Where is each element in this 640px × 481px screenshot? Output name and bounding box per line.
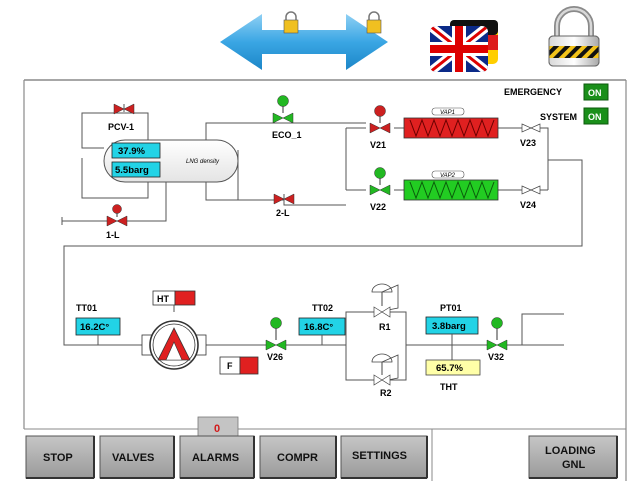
settings-button[interactable]: SETTINGS	[340, 435, 428, 479]
loading-gnl-label-line2: GNL	[562, 459, 586, 471]
pt01-value: 3.8barg	[432, 321, 466, 332]
valve-v26[interactable]: V26	[265, 317, 287, 363]
small-lock-left-icon	[283, 11, 299, 34]
pt01-label: PT01	[440, 303, 462, 313]
valve-v23[interactable]: V23	[520, 123, 541, 148]
f-label: F	[227, 361, 233, 371]
valve-v22-label: V22	[370, 202, 386, 212]
regulator-r1[interactable]: R1	[371, 283, 399, 332]
alarms-button[interactable]: ALARMS	[179, 435, 255, 479]
valve-eco1-label: ECO_1	[272, 130, 302, 140]
navigation-arrows-icon[interactable]	[220, 11, 388, 70]
valve-pcv1[interactable]: PCV-1	[108, 103, 135, 132]
pipe-network	[61, 112, 583, 381]
valves-button[interactable]: VALVES	[99, 435, 175, 479]
loading-gnl-button[interactable]: LOADING GNL	[528, 435, 618, 479]
system-value: ON	[588, 112, 602, 122]
loading-gnl-label-line1: LOADING	[545, 445, 596, 457]
valves-button-label: VALVES	[112, 452, 154, 464]
pump-ht-label: HT	[157, 294, 169, 304]
tt01-label: TT01	[76, 303, 97, 313]
vap2-label: VAP2	[440, 173, 456, 179]
regulator-r2-label: R2	[380, 388, 392, 398]
tt02-value: 16.8C°	[304, 322, 333, 333]
valve-v24-label: V24	[520, 200, 536, 210]
valve-2l-label: 2-L	[276, 208, 290, 218]
tank-label: LNG density	[186, 159, 220, 165]
valve-v23-label: V23	[520, 138, 536, 148]
vaporizer-vap2[interactable]: VAP2	[403, 170, 499, 201]
tt01-value: 16.2C°	[80, 322, 109, 333]
system-label: SYSTEM	[540, 112, 577, 122]
emergency-status: EMERGENCY ON	[504, 83, 609, 101]
sensor-pt01: PT01 3.8barg	[425, 303, 479, 360]
tank-level-value: 37.9%	[118, 146, 145, 157]
valve-v32-label: V32	[488, 352, 504, 362]
vaporizer-vap1[interactable]: VAP1	[403, 107, 499, 139]
regulator-r1-label: R1	[379, 322, 391, 332]
tt02-label: TT02	[312, 303, 333, 313]
settings-button-label: SETTINGS	[352, 450, 407, 462]
alarm-count-badge: 0	[197, 416, 239, 438]
vap1-label: VAP1	[440, 110, 455, 116]
stop-button-label: STOP	[43, 452, 73, 464]
valve-1l-label: 1-L	[106, 230, 120, 240]
tht-label: THT	[440, 382, 458, 392]
lng-tank: LNG density 37.9% 5.5barg	[103, 139, 239, 183]
valve-1l[interactable]: 1-L	[106, 204, 128, 241]
small-lock-right-icon	[366, 11, 382, 34]
tht-value: 65.7%	[436, 363, 463, 374]
padlock-icon[interactable]	[548, 6, 600, 67]
compr-button-label: COMPR	[277, 452, 318, 464]
system-status: SYSTEM ON	[540, 107, 609, 125]
valve-v21-label: V21	[370, 140, 386, 150]
sensor-tt02: TT02 16.8C°	[298, 303, 346, 345]
valve-v32[interactable]: V32	[486, 317, 508, 363]
compr-button[interactable]: COMPR	[259, 435, 337, 479]
language-flag-icon[interactable]	[430, 20, 498, 72]
valve-eco1[interactable]: ECO_1	[272, 95, 302, 141]
pump[interactable]: HT	[141, 290, 207, 370]
stop-button[interactable]: STOP	[25, 435, 95, 479]
regulator-r2[interactable]: R2	[371, 353, 399, 398]
valve-v26-label: V26	[267, 352, 283, 362]
tank-level-tht: 65.7% THT	[425, 359, 481, 392]
emergency-label: EMERGENCY	[504, 87, 562, 97]
tank-pressure-value: 5.5barg	[115, 165, 149, 176]
emergency-value: ON	[588, 88, 602, 98]
flow-indicator-f[interactable]: F	[219, 356, 259, 375]
valve-v21[interactable]: V21	[369, 105, 391, 151]
sensor-tt01: TT01 16.2C°	[75, 303, 121, 345]
alarm-count: 0	[214, 423, 220, 435]
valve-pcv1-label: PCV-1	[108, 122, 134, 132]
valve-v24[interactable]: V24	[520, 185, 541, 210]
alarms-button-label: ALARMS	[192, 452, 239, 464]
valve-2l[interactable]: 2-L	[273, 193, 295, 218]
valve-v22[interactable]: V22	[369, 167, 391, 213]
